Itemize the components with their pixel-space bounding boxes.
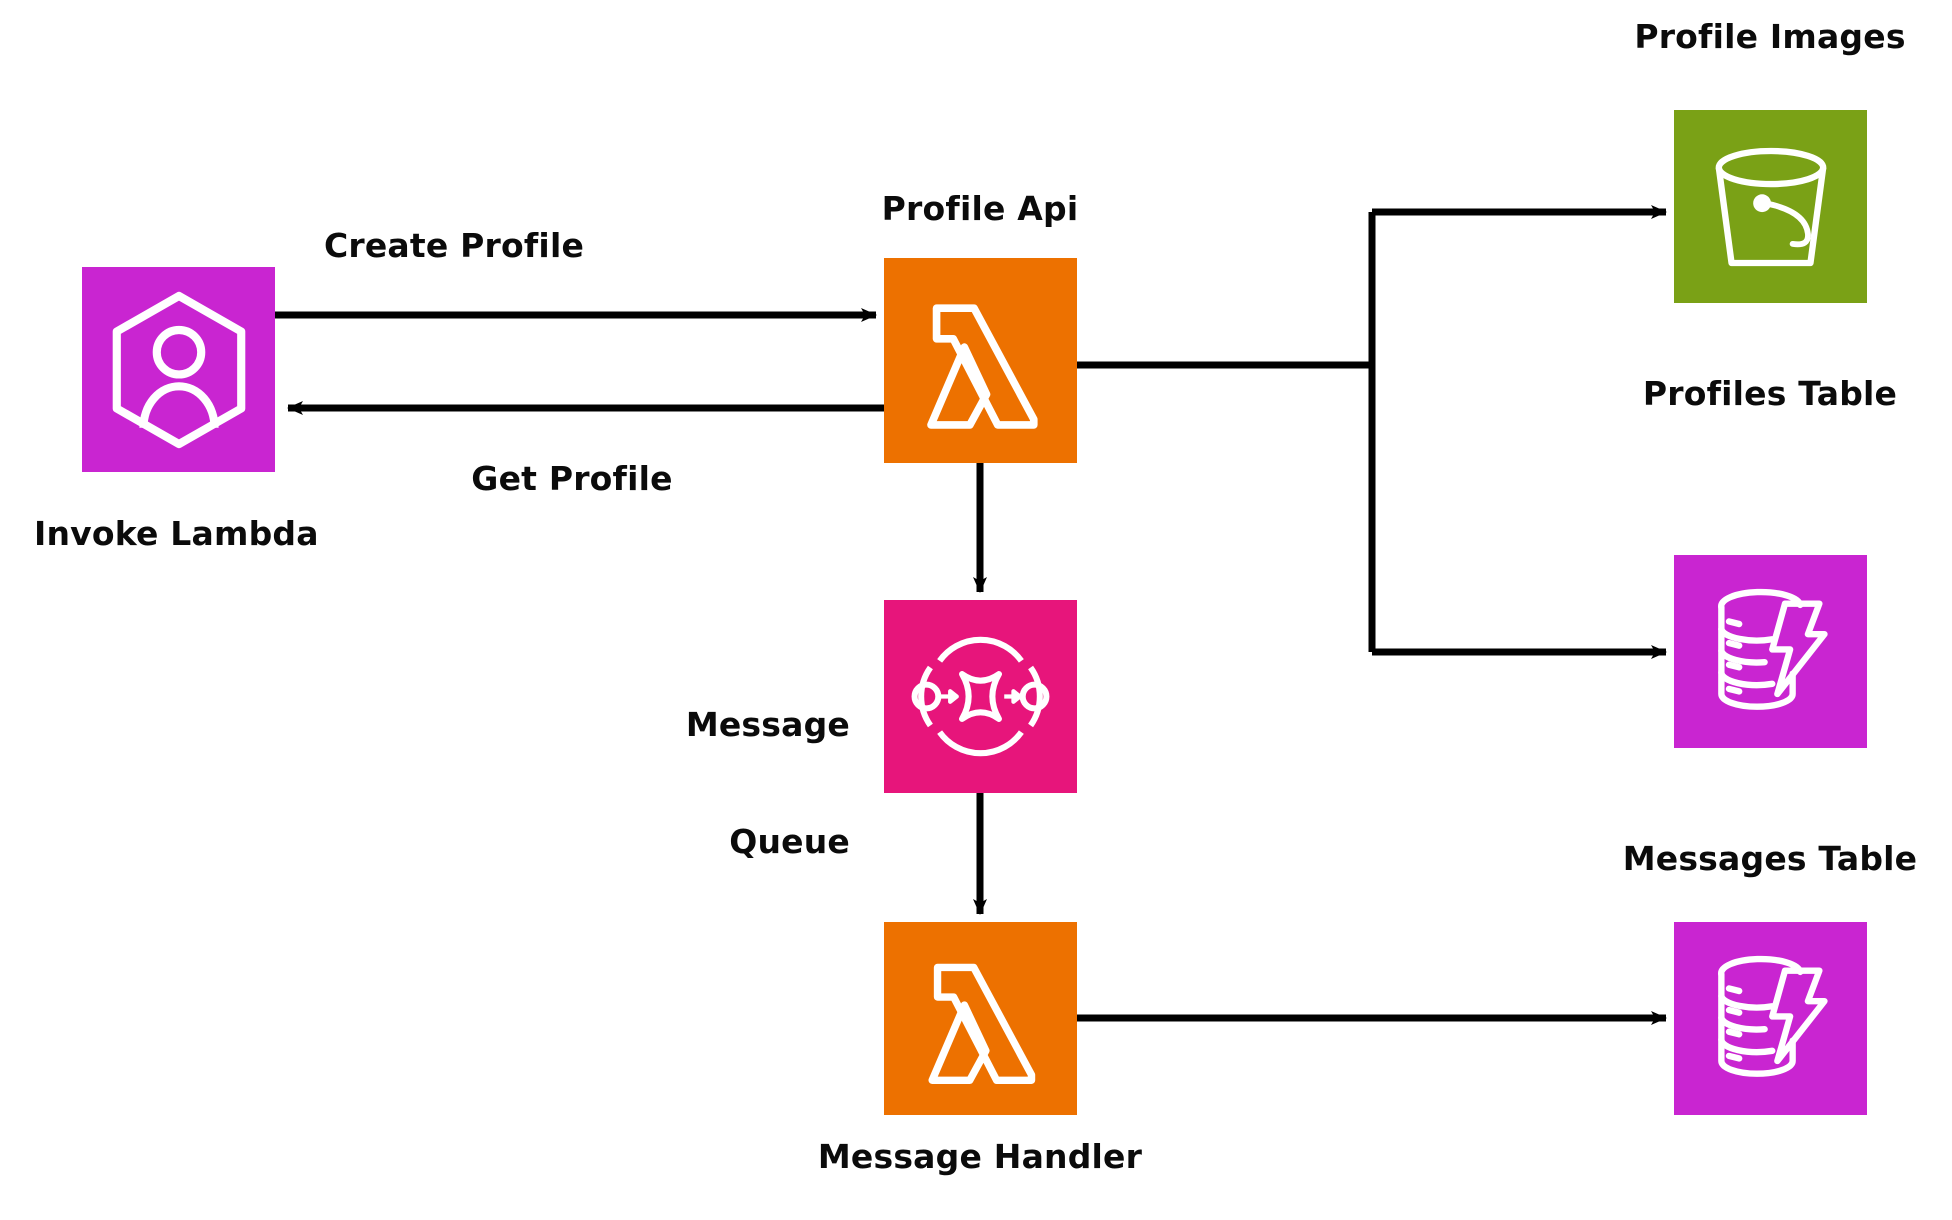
label-message-queue-line2: Queue	[729, 821, 850, 861]
node-profiles-table[interactable]	[1674, 555, 1867, 748]
node-messages-table[interactable]	[1674, 922, 1867, 1115]
label-message-handler: Message Handler	[817, 1137, 1143, 1176]
lambda-icon	[913, 946, 1048, 1091]
node-message-queue[interactable]	[884, 600, 1077, 793]
label-message-queue-line1: Message	[685, 704, 850, 744]
dynamodb-icon	[1701, 582, 1841, 722]
node-profile-api[interactable]	[884, 258, 1077, 463]
cognito-user-hexagon-icon	[104, 290, 254, 450]
edge-api-branch-trunk	[1077, 212, 1376, 652]
dynamodb-icon	[1701, 949, 1841, 1089]
label-get-profile: Get Profile	[471, 459, 673, 498]
label-invoke-lambda: Invoke Lambda	[34, 514, 319, 553]
label-profiles-table: Profiles Table	[1642, 374, 1898, 413]
lambda-icon	[911, 286, 1051, 436]
label-create-profile: Create Profile	[323, 226, 585, 265]
node-invoke-lambda[interactable]	[82, 267, 275, 472]
label-profile-images: Profile Images	[1634, 17, 1906, 56]
label-messages-table: Messages Table	[1622, 839, 1918, 878]
label-profile-api: Profile Api	[881, 189, 1079, 228]
node-message-handler[interactable]	[884, 922, 1077, 1115]
label-message-queue: Message Queue	[530, 628, 850, 940]
sqs-queue-icon	[908, 624, 1053, 769]
s3-bucket-icon	[1701, 137, 1841, 277]
node-profile-images[interactable]	[1674, 110, 1867, 303]
